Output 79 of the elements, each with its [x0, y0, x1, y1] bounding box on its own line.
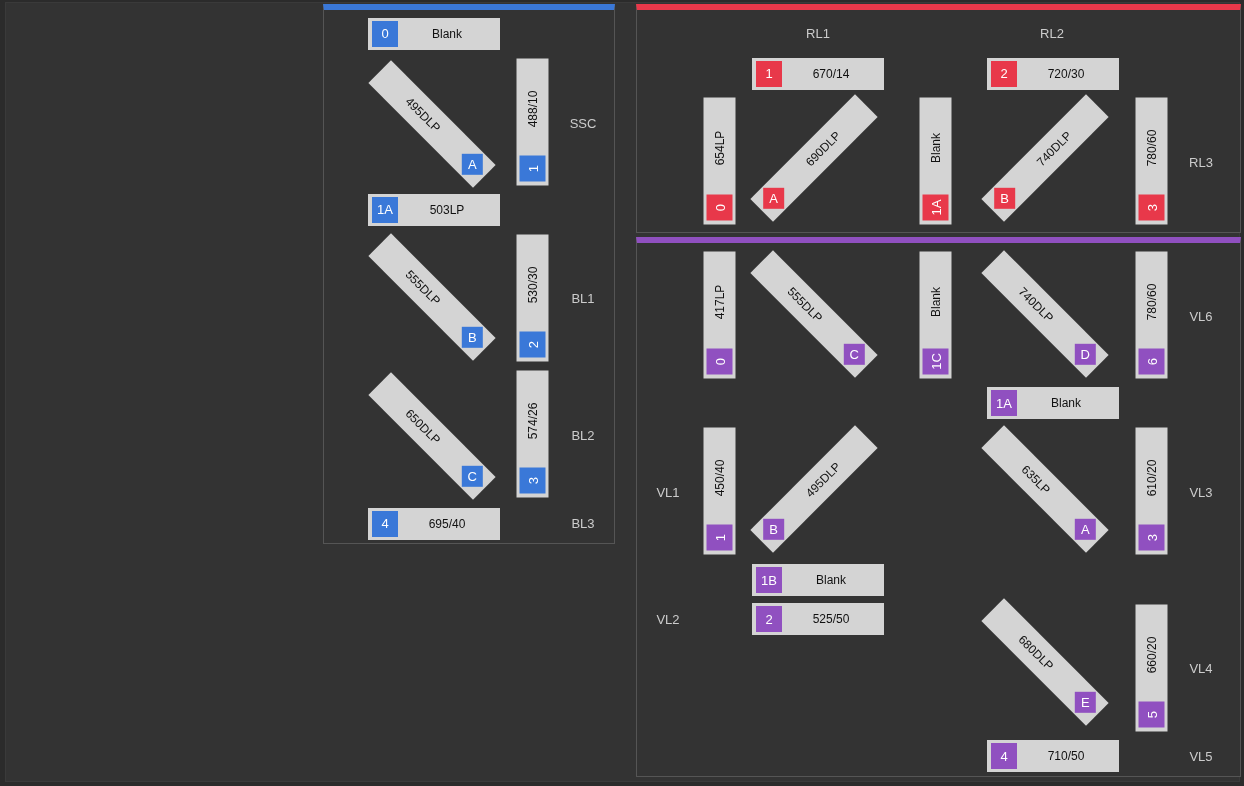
- filter-label: 720/30: [1046, 65, 1086, 83]
- filter-slot: [368, 193, 500, 226]
- filter-slot: [516, 370, 548, 498]
- filter-slot: [703, 251, 735, 378]
- detector-label: BL2: [571, 427, 595, 443]
- filter-slot: [752, 57, 884, 90]
- position-badge: 6: [1138, 348, 1164, 374]
- position-badge: 1C: [922, 348, 948, 374]
- filter-slot: [703, 427, 735, 555]
- filter-label: Blank: [927, 131, 943, 165]
- filter-label: 574/26: [524, 401, 540, 442]
- filter-slot: [516, 58, 548, 185]
- filter-label: 654LP: [711, 129, 727, 167]
- filter-label: 695/40: [427, 515, 467, 533]
- filter-slot: [987, 740, 1119, 772]
- filter-label: 417LP: [711, 283, 727, 321]
- filter-label: 780/60: [1143, 282, 1159, 322]
- position-badge: 2: [756, 606, 782, 632]
- filter-slot: [1135, 251, 1167, 378]
- detector-label: RL2: [1040, 25, 1064, 41]
- filter-label: Blank: [815, 572, 847, 589]
- filter-label: 450/40: [711, 458, 727, 499]
- detector-label: VL5: [1189, 748, 1213, 764]
- filter-label: 503LP: [428, 201, 466, 219]
- filter-label: Blank: [1050, 395, 1082, 412]
- detector-label: RL1: [806, 25, 830, 41]
- filter-slot: [752, 564, 884, 596]
- position-badge: 3: [1138, 194, 1164, 220]
- filter-slot: [1135, 97, 1167, 224]
- position-badge: 0: [372, 20, 398, 47]
- filter-slot: [987, 387, 1119, 419]
- position-badge: 0: [706, 194, 732, 220]
- filter-slot: [987, 57, 1119, 90]
- position-badge: 2: [991, 60, 1017, 87]
- position-badge: 4: [372, 510, 398, 537]
- filter-label: 660/20: [1143, 635, 1159, 675]
- position-badge: 1: [519, 155, 545, 181]
- position-badge: 1: [706, 524, 732, 551]
- filter-label: 780/60: [1143, 128, 1159, 168]
- filter-label: Blank: [431, 25, 463, 43]
- detector-label: VL4: [1189, 660, 1213, 676]
- position-badge: 1: [756, 60, 782, 87]
- filter-label: 530/30: [524, 265, 540, 305]
- position-badge: A: [763, 187, 785, 209]
- detector-label: SSC: [569, 115, 597, 131]
- filter-slot: [703, 97, 735, 224]
- filter-slot: [368, 17, 500, 50]
- position-badge: B: [763, 518, 785, 540]
- position-badge: 3: [519, 467, 545, 494]
- filter-slot: [752, 603, 884, 635]
- position-badge: 1A: [991, 390, 1017, 416]
- position-badge: B: [994, 187, 1016, 209]
- position-badge: 1B: [756, 567, 782, 593]
- detector-label: VL3: [1189, 484, 1213, 500]
- filter-slot: [1135, 604, 1167, 731]
- position-badge: 1A: [372, 196, 398, 223]
- filter-slot: [1135, 427, 1167, 555]
- filter-slot: [516, 234, 548, 361]
- filter-slot: [919, 251, 951, 378]
- position-badge: 5: [1138, 701, 1164, 727]
- filter-label: 525/50: [811, 611, 851, 628]
- filter-slot: [919, 97, 951, 224]
- position-badge: 3: [1138, 524, 1164, 551]
- detector-label: VL6: [1189, 308, 1213, 324]
- filter-label: 670/14: [811, 65, 851, 83]
- position-badge: 2: [519, 331, 545, 357]
- position-badge: 1A: [922, 194, 948, 220]
- detector-label: BL1: [571, 290, 595, 306]
- detector-label: VL2: [656, 611, 680, 627]
- filter-label: 710/50: [1046, 748, 1086, 765]
- detector-label: BL3: [571, 515, 595, 531]
- filter-slot: [368, 507, 500, 540]
- position-badge: 4: [991, 743, 1017, 769]
- detector-label: VL1: [656, 484, 680, 500]
- detector-label: RL3: [1189, 154, 1213, 170]
- filter-label: Blank: [927, 285, 943, 319]
- filter-label: 488/10: [524, 89, 540, 129]
- position-badge: 0: [706, 348, 732, 374]
- filter-label: 610/20: [1143, 458, 1159, 499]
